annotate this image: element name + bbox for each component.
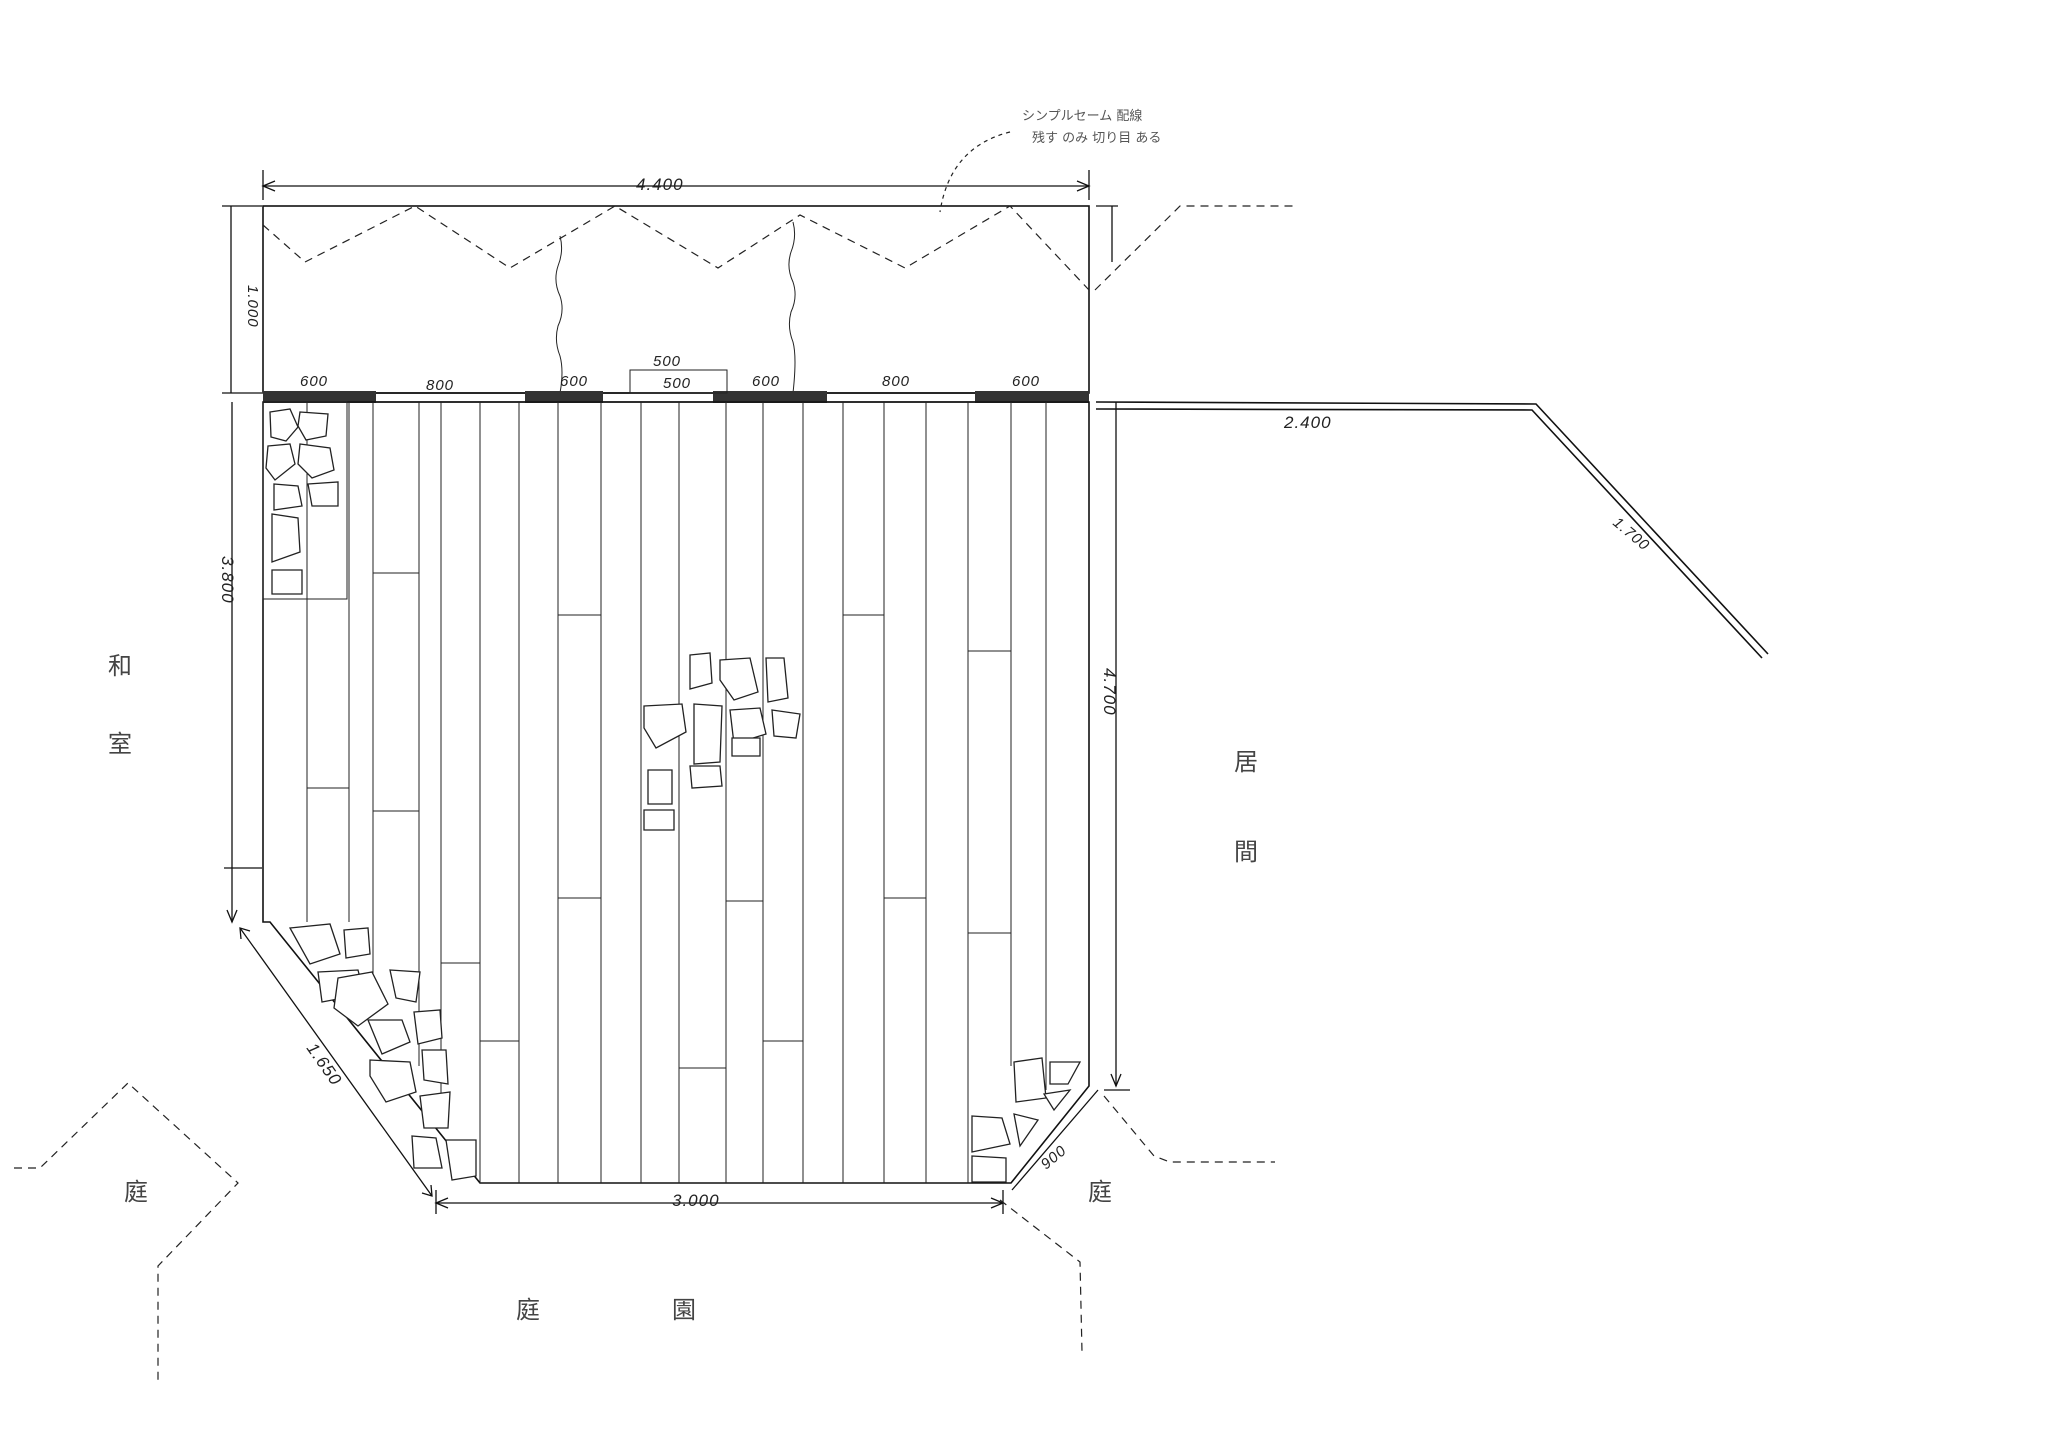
stones-bottom-left: [288, 923, 477, 1181]
label-900: 900: [1038, 1142, 1070, 1173]
dim-canopy-depth: 1.000: [222, 205, 1118, 394]
label-seg-500: 500: [663, 375, 691, 392]
room-right-b: 間: [1234, 838, 1258, 866]
room-labels: 和 室 居 間 庭 園 庭 庭: [108, 652, 1258, 1324]
label-2400: 2.400: [1283, 413, 1332, 432]
label-seg-600d: 600: [1012, 373, 1040, 390]
room-right-a: 居: [1234, 748, 1258, 776]
room-bottom-a: 庭: [516, 1296, 540, 1324]
room-br-corner: 庭: [1088, 1178, 1112, 1206]
post-4: [975, 391, 1089, 403]
dim-bottom-width: 3.000: [434, 1190, 1005, 1214]
label-seg-800b: 800: [882, 373, 910, 390]
note-annotation: シンプルセーム 配線 残す のみ 切り目 ある: [939, 108, 1161, 213]
post-3: [713, 391, 827, 403]
note-line-2: 残す のみ 切り目 ある: [1032, 131, 1161, 146]
note-line-1: シンプルセーム 配線: [1022, 108, 1142, 124]
label-seg-800a: 800: [426, 377, 454, 394]
stones-center: [643, 652, 801, 831]
label-4700: 4.700: [1100, 668, 1119, 716]
fence: 2.400 1.700: [1095, 401, 1769, 659]
label-4400: 4.400: [636, 175, 684, 194]
room-left-b: 室: [108, 730, 132, 758]
label-3800: 3.800: [218, 556, 237, 604]
room-bl-corner: 庭: [124, 1178, 148, 1206]
surrounding-outlines: [14, 1082, 1275, 1382]
canopy-zigzag: [262, 205, 1090, 291]
room-left-a: 和: [108, 652, 132, 680]
label-1650: 1.650: [303, 1039, 346, 1089]
label-1000: 1.000: [244, 285, 261, 328]
room-bottom-b: 園: [672, 1296, 696, 1324]
dim-left-side: 3.800: [218, 402, 262, 924]
label-3000: 3.000: [672, 1191, 720, 1210]
wall-segment-labels: 600 800 600 500 500 600 800 600: [300, 353, 1040, 394]
dim-overall-width: 4.400: [261, 170, 1091, 200]
deck-outline: [262, 401, 1090, 1184]
stones-top-left: [262, 401, 348, 600]
dim-right-side: 4.700: [1100, 402, 1130, 1091]
deck-planks: [306, 402, 1047, 1183]
stones-bottom-right: [971, 1057, 1082, 1183]
label-seg-600a: 600: [300, 373, 328, 390]
label-seg-500-top: 500: [653, 353, 681, 370]
post-2: [525, 391, 603, 403]
canopy: [262, 205, 1295, 394]
label-seg-600c: 600: [752, 373, 780, 390]
post-1: [263, 391, 376, 403]
label-seg-600b: 600: [560, 373, 588, 390]
